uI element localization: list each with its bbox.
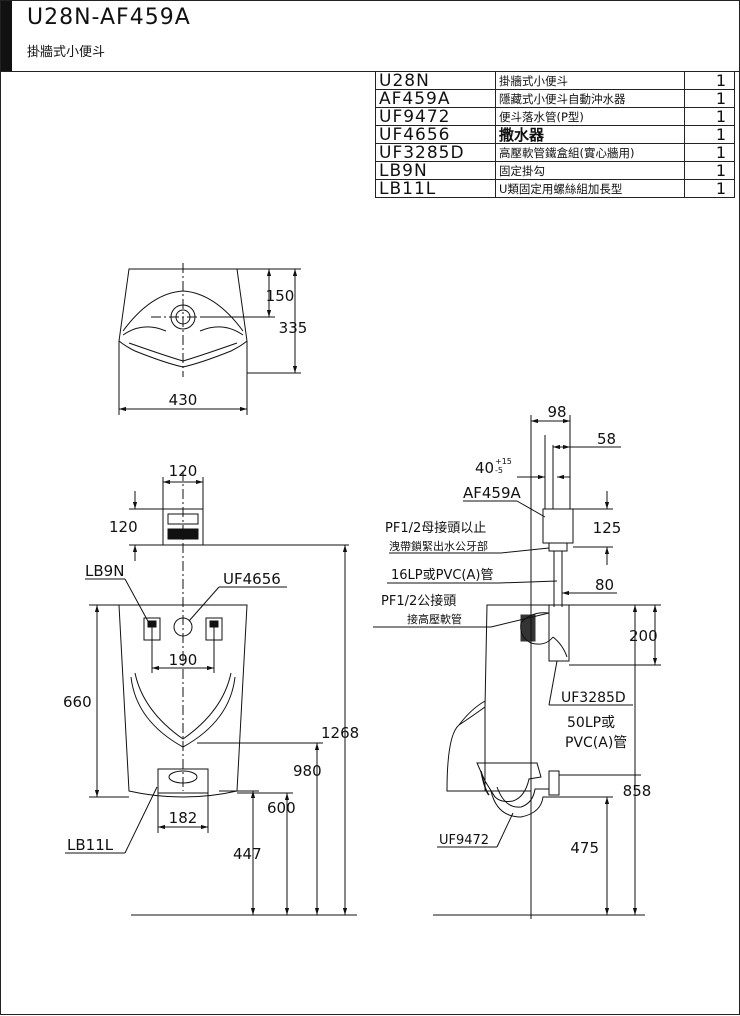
urinal-front-outline [118, 604, 248, 798]
part-description: 便斗落水管(P型) [495, 107, 685, 126]
dim-660: 660 [63, 693, 92, 711]
label-lb11l: LB11L [67, 836, 114, 854]
part-code: LB11L [375, 179, 496, 198]
part-code: LB9N [375, 161, 496, 180]
dim-190: 190 [169, 651, 198, 669]
part-description: 固定掛勾 [495, 161, 685, 180]
note-pf12-female: PF1/2母接頭以止 [385, 520, 486, 536]
label-af459a: AF459A [463, 484, 522, 502]
valve-body [542, 508, 574, 544]
dim-40: 40 [475, 459, 494, 477]
dim-125: 125 [593, 519, 622, 537]
note-pf12-female-2: 洩帶鎖緊出水公牙部 [389, 539, 488, 553]
part-description: 撒水器 [495, 125, 685, 144]
dim-335: 335 [279, 319, 308, 337]
top-view [118, 263, 301, 415]
dim-600: 600 [267, 799, 296, 817]
dim-120-width: 120 [169, 462, 198, 480]
model-subtitle: 掛牆式小便斗 [27, 45, 106, 60]
part-code: UF3285D [375, 143, 496, 162]
note-50lp-2: PVC(A)管 [565, 735, 627, 751]
part-description: 高壓軟管鐵盒組(實心牆用) [495, 143, 685, 162]
note-pf12-male-2: 接高壓軟管 [407, 612, 462, 626]
dim-40-tolerance-plus: +15 [495, 457, 512, 466]
title-accent-bar [1, 1, 12, 71]
dim-80: 80 [595, 576, 614, 594]
dim-40-tolerance-minus: -5 [495, 466, 503, 475]
dim-858: 858 [623, 782, 652, 800]
dim-200: 200 [629, 627, 658, 645]
dim-150: 150 [266, 287, 295, 305]
parts-row: UF4656 撒水器 1 [375, 125, 735, 144]
hose-box [548, 604, 570, 662]
label-lb9n: LB9N [85, 562, 124, 580]
side-view [373, 415, 661, 919]
part-description: U類固定用螺絲組加長型 [495, 179, 685, 198]
parts-row: AF459A 隱藏式小便斗自動沖水器 1 [375, 89, 735, 108]
part-code: UF9472 [375, 107, 496, 126]
dim-430: 430 [169, 391, 198, 409]
front-view [65, 471, 357, 916]
dim-98: 98 [547, 403, 566, 421]
label-uf3285d: UF3285D [561, 690, 626, 706]
urinal-front-rim [130, 676, 236, 748]
dim-120-height: 120 [109, 518, 138, 536]
model-title: U28N-AF459A [27, 5, 191, 30]
dim-980: 980 [293, 762, 322, 780]
dim-58: 58 [597, 430, 616, 448]
label-uf4656: UF4656 [223, 570, 281, 588]
parts-row: U28N 掛牆式小便斗 1 [375, 71, 735, 90]
parts-row: UF3285D 高壓軟管鐵盒組(實心牆用) 1 [375, 143, 735, 162]
dim-182: 182 [169, 809, 198, 827]
p-trap [476, 762, 542, 802]
part-description: 掛牆式小便斗 [495, 71, 685, 90]
dim-1268: 1268 [321, 724, 359, 742]
label-uf9472: UF9472 [439, 833, 489, 848]
dim-475: 475 [570, 839, 599, 857]
part-quantity: 1 [684, 179, 735, 198]
spreader-outlet [173, 617, 193, 637]
parts-row: UF9472 便斗落水管(P型) 1 [375, 107, 735, 126]
parts-row: LB11L U類固定用螺絲組加長型 1 [375, 179, 735, 198]
note-50lp: 50LP或 [567, 715, 615, 731]
parts-row: LB9N 固定掛勾 1 [375, 161, 735, 180]
part-description: 隱藏式小便斗自動沖水器 [495, 89, 685, 108]
part-code: AF459A [375, 89, 496, 108]
title-block: U28N-AF459A 掛牆式小便斗 [1, 1, 740, 72]
part-code: UF4656 [375, 125, 496, 144]
dim-447: 447 [233, 845, 262, 863]
note-pf12-male: PF1/2公接頭 [381, 593, 456, 609]
note-16lp: 16LP或PVC(A)管 [391, 568, 493, 583]
parts-table: U28N 掛牆式小便斗 1 AF459A 隱藏式小便斗自動沖水器 1 UF947… [375, 71, 735, 198]
